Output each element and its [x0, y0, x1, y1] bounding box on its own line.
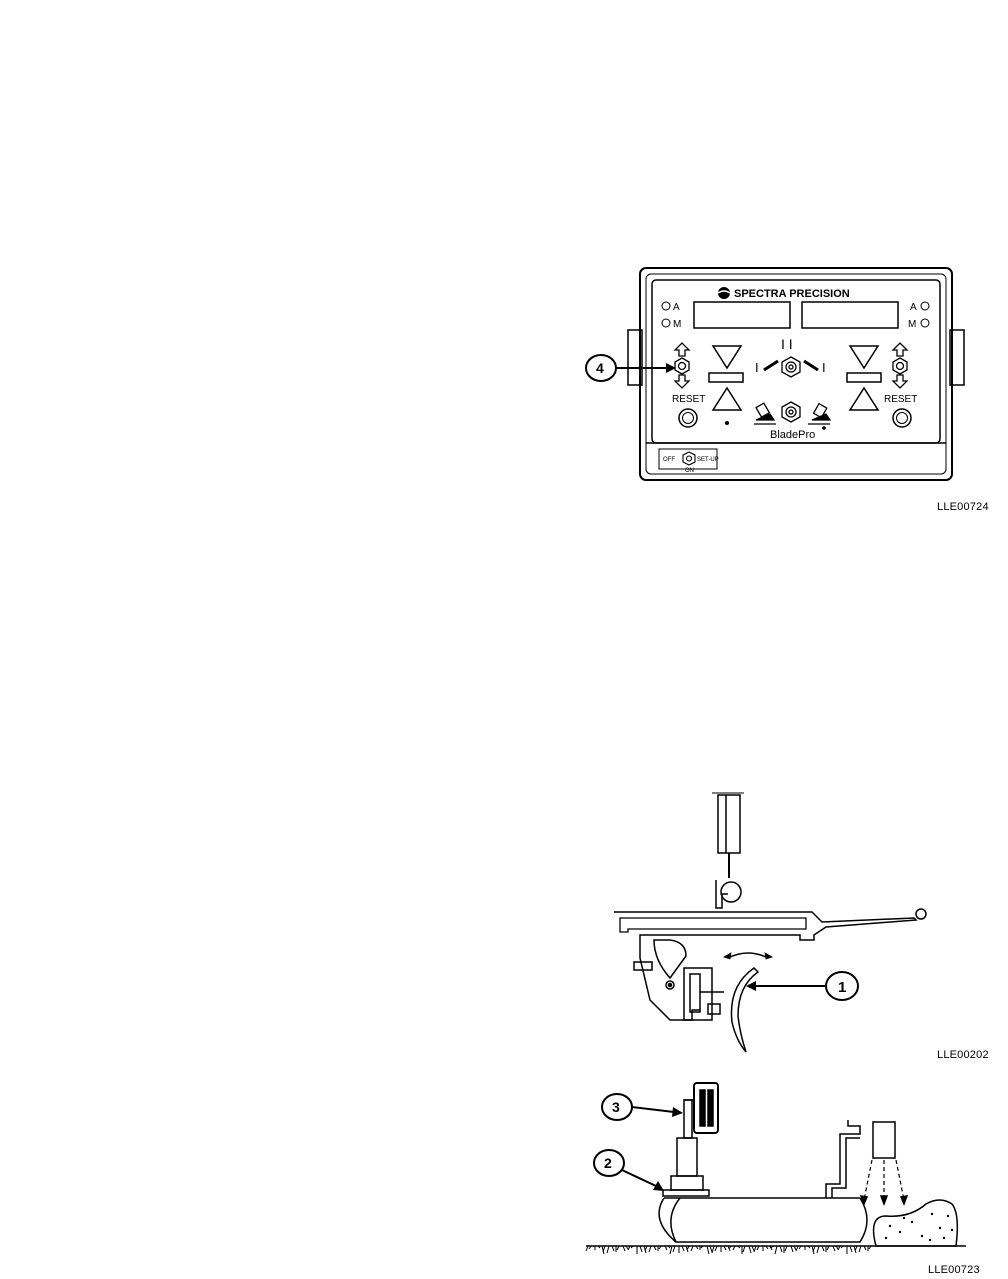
left-reset-button[interactable]: [678, 408, 698, 428]
switch-on-label: ON: [685, 468, 694, 474]
product-name: BladePro: [770, 429, 815, 441]
left-center-bar: [708, 372, 744, 383]
right-dot-icon: [822, 426, 826, 430]
right-mount-tab: [949, 329, 965, 386]
right-toggle-switch[interactable]: [891, 342, 909, 389]
down-arrow-icon: [891, 374, 909, 389]
right-raise-triangle-button[interactable]: [848, 386, 880, 411]
dual-mast-icon: I I: [781, 336, 793, 352]
right-mast-icon: I: [822, 360, 826, 375]
callout-4-number: 4: [596, 360, 604, 376]
left-dot-icon: [725, 421, 729, 425]
left-reset-label: RESET: [672, 394, 705, 405]
right-auto-label: A: [910, 302, 917, 313]
right-manual-led-icon: [920, 318, 930, 328]
left-manual-label: M: [673, 319, 681, 330]
figure2-code: LLE00202: [937, 1049, 989, 1061]
blade-left-icon: [754, 402, 776, 425]
right-slope-icon: [803, 359, 819, 372]
spectra-logo-icon: [717, 287, 731, 299]
left-slope-icon: [763, 359, 779, 372]
right-reset-button[interactable]: [892, 408, 912, 428]
blade-select-knob[interactable]: [781, 401, 801, 423]
slope-mode-selector[interactable]: I I I I: [755, 336, 826, 378]
brand-name: SPECTRA PRECISION: [734, 288, 850, 300]
switch-setup-label: SET-UP: [697, 457, 719, 463]
hex-nut-icon: [781, 356, 801, 378]
hex-nut-icon: [682, 451, 696, 466]
right-lower-triangle-button[interactable]: [848, 345, 880, 370]
left-mount-tab: [627, 329, 643, 386]
up-arrow-icon: [673, 342, 691, 357]
switch-off-label: OFF: [663, 457, 675, 463]
left-raise-triangle-button[interactable]: [711, 386, 743, 411]
left-auto-label: A: [673, 302, 680, 313]
power-switch-panel: [658, 448, 718, 470]
figure1-code: LLE00724: [937, 501, 989, 513]
down-arrow-icon: [673, 374, 691, 389]
hex-nut-icon: [674, 357, 690, 375]
left-manual-led-icon: [661, 318, 671, 328]
housing-outer: [639, 267, 953, 481]
control-box: [627, 267, 965, 481]
left-lower-triangle-button[interactable]: [711, 345, 743, 370]
left-toggle-switch[interactable]: [673, 342, 691, 389]
left-auto-led-icon: [661, 301, 671, 311]
callout-4-arrowhead: [666, 363, 676, 373]
right-manual-label: M: [908, 319, 916, 330]
hex-nut-icon: [781, 401, 801, 423]
right-center-bar: [846, 372, 882, 383]
right-display: [801, 301, 899, 329]
blade-right-icon: [808, 402, 832, 430]
up-arrow-icon: [891, 342, 909, 357]
right-reset-label: RESET: [884, 394, 917, 405]
figure3-code: LLE00723: [928, 1264, 980, 1276]
left-display: [693, 301, 791, 329]
hex-nut-icon: [892, 357, 908, 375]
housing-mid: [645, 273, 947, 475]
left-mast-icon: I: [755, 360, 759, 375]
power-switch[interactable]: [682, 451, 696, 466]
right-auto-led-icon: [920, 301, 930, 311]
